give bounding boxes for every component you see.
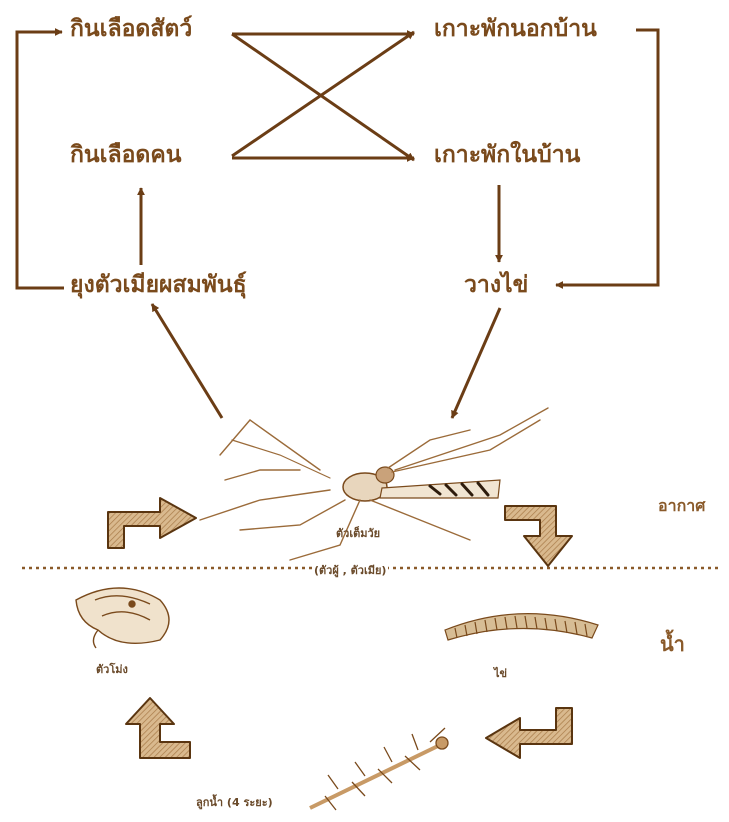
node-lay-eggs: วางไข่ [464, 274, 528, 297]
node-rest-indoor: เกาะพักในบ้าน [434, 144, 580, 167]
node-feed-animal: กินเลือดสัตว์ [70, 18, 192, 41]
pupa-illustration [76, 588, 169, 648]
block-arrow-adult-to-egg [505, 506, 572, 566]
egg-raft-illustration [445, 614, 598, 640]
upper-flow-arrows [17, 30, 658, 418]
node-feed-human: กินเลือดคน [70, 144, 181, 167]
arrow-animal-to-indoor [232, 34, 414, 160]
stage-pupa-label: ตัวโม่ง [96, 664, 128, 675]
arrow-adult-to-mating [152, 304, 222, 418]
node-mating: ยุงตัวเมียผสมพันธุ์ [70, 274, 247, 297]
stage-adult-label: ตัวเต็มวัย [336, 528, 380, 539]
larva-illustration [310, 728, 448, 810]
arrow-mating-to-animal [17, 32, 64, 288]
zone-air-label: อากาศ [658, 498, 705, 514]
zone-water-label: น้ำ [660, 634, 685, 654]
stage-egg-label: ไข่ [494, 668, 507, 679]
arrow-human-to-outdoor [232, 32, 414, 156]
stage-larva-label: ลูกน้ำ (4 ระยะ) [196, 797, 273, 808]
block-arrow-larva-to-pupa [126, 698, 190, 758]
arrow-eggs-to-adult [452, 308, 500, 418]
stage-adult-sublabel: (ตัวผู้ , ตัวเมีย) [312, 565, 388, 576]
block-arrow-pupa-to-adult [108, 498, 196, 548]
node-rest-outdoor: เกาะพักนอกบ้าน [434, 18, 597, 41]
block-arrow-egg-to-larva [486, 708, 572, 758]
